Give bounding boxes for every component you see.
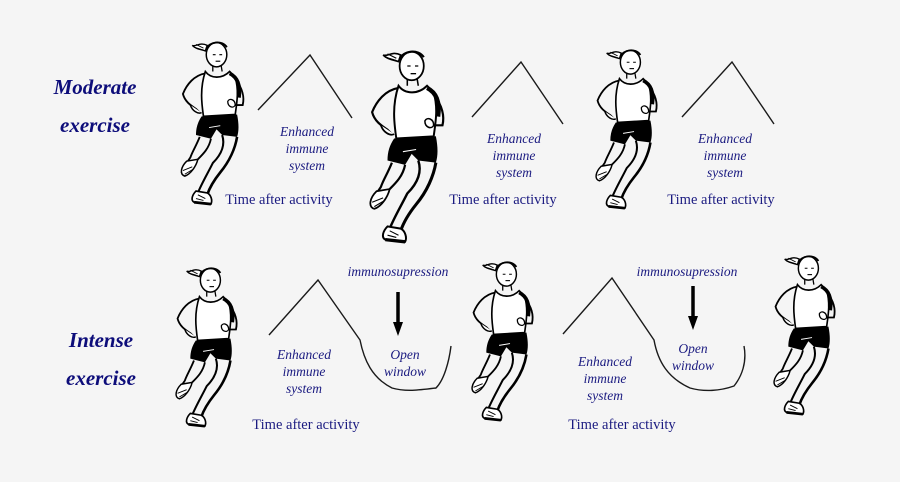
immune-text: immune [285,141,329,156]
open-text: Open [390,347,420,362]
immune-text: immune [492,148,536,163]
time-after-activity-label: Time after activity [667,192,775,208]
moderate-title-line1: Moderate [53,75,137,99]
time-after-activity-label: Time after activity [225,192,333,208]
open-text: Open [678,341,708,356]
intense-exercise-title: Intense exercise [46,321,156,397]
enhanced-text: Enhanced [578,354,632,369]
intense-title-line1: Intense [68,328,134,352]
intense-title-line2: exercise [66,366,136,390]
down-arrow-icon [393,292,403,336]
intense-peak-dip-curve [268,278,452,391]
immune-text: immune [583,371,627,386]
enhanced-text: Enhanced [487,131,541,146]
moderate-peak-curve [471,60,564,125]
time-after-activity-label: Time after activity [568,417,676,433]
window-text: window [671,358,714,373]
enhanced-immune-label: Enhanced immune system [680,130,770,181]
down-arrow-icon [688,286,698,330]
enhanced-text: Enhanced [277,347,331,362]
moderate-peak-curve [681,60,775,125]
moderate-exercise-title: Moderate exercise [40,68,150,144]
moderate-title-line2: exercise [60,113,130,137]
system-text: system [289,158,325,173]
moderate-peak-curve [257,53,353,119]
immunosuppression-label: immunosupression [347,264,449,279]
system-text: system [496,165,532,180]
time-after-activity-label: Time after activity [252,417,360,433]
immune-text: immune [703,148,747,163]
enhanced-immune-label: Enhanced immune system [469,130,559,181]
system-text: system [707,165,743,180]
enhanced-text: Enhanced [698,131,752,146]
system-text: system [587,388,623,403]
open-window-label: Open window [658,340,728,374]
time-after-activity-label: Time after activity [449,192,557,208]
window-text: window [383,364,426,379]
system-text: system [286,381,322,396]
enhanced-text: Enhanced [280,124,334,139]
enhanced-immune-label: Enhanced immune system [560,353,650,404]
open-window-label: Open window [370,346,440,380]
intense-peak-dip-curve [562,276,746,392]
enhanced-immune-label: Enhanced immune system [262,123,352,174]
immune-text: immune [282,364,326,379]
enhanced-immune-label: Enhanced immune system [259,346,349,397]
immunosuppression-label: immunosupression [636,264,738,279]
